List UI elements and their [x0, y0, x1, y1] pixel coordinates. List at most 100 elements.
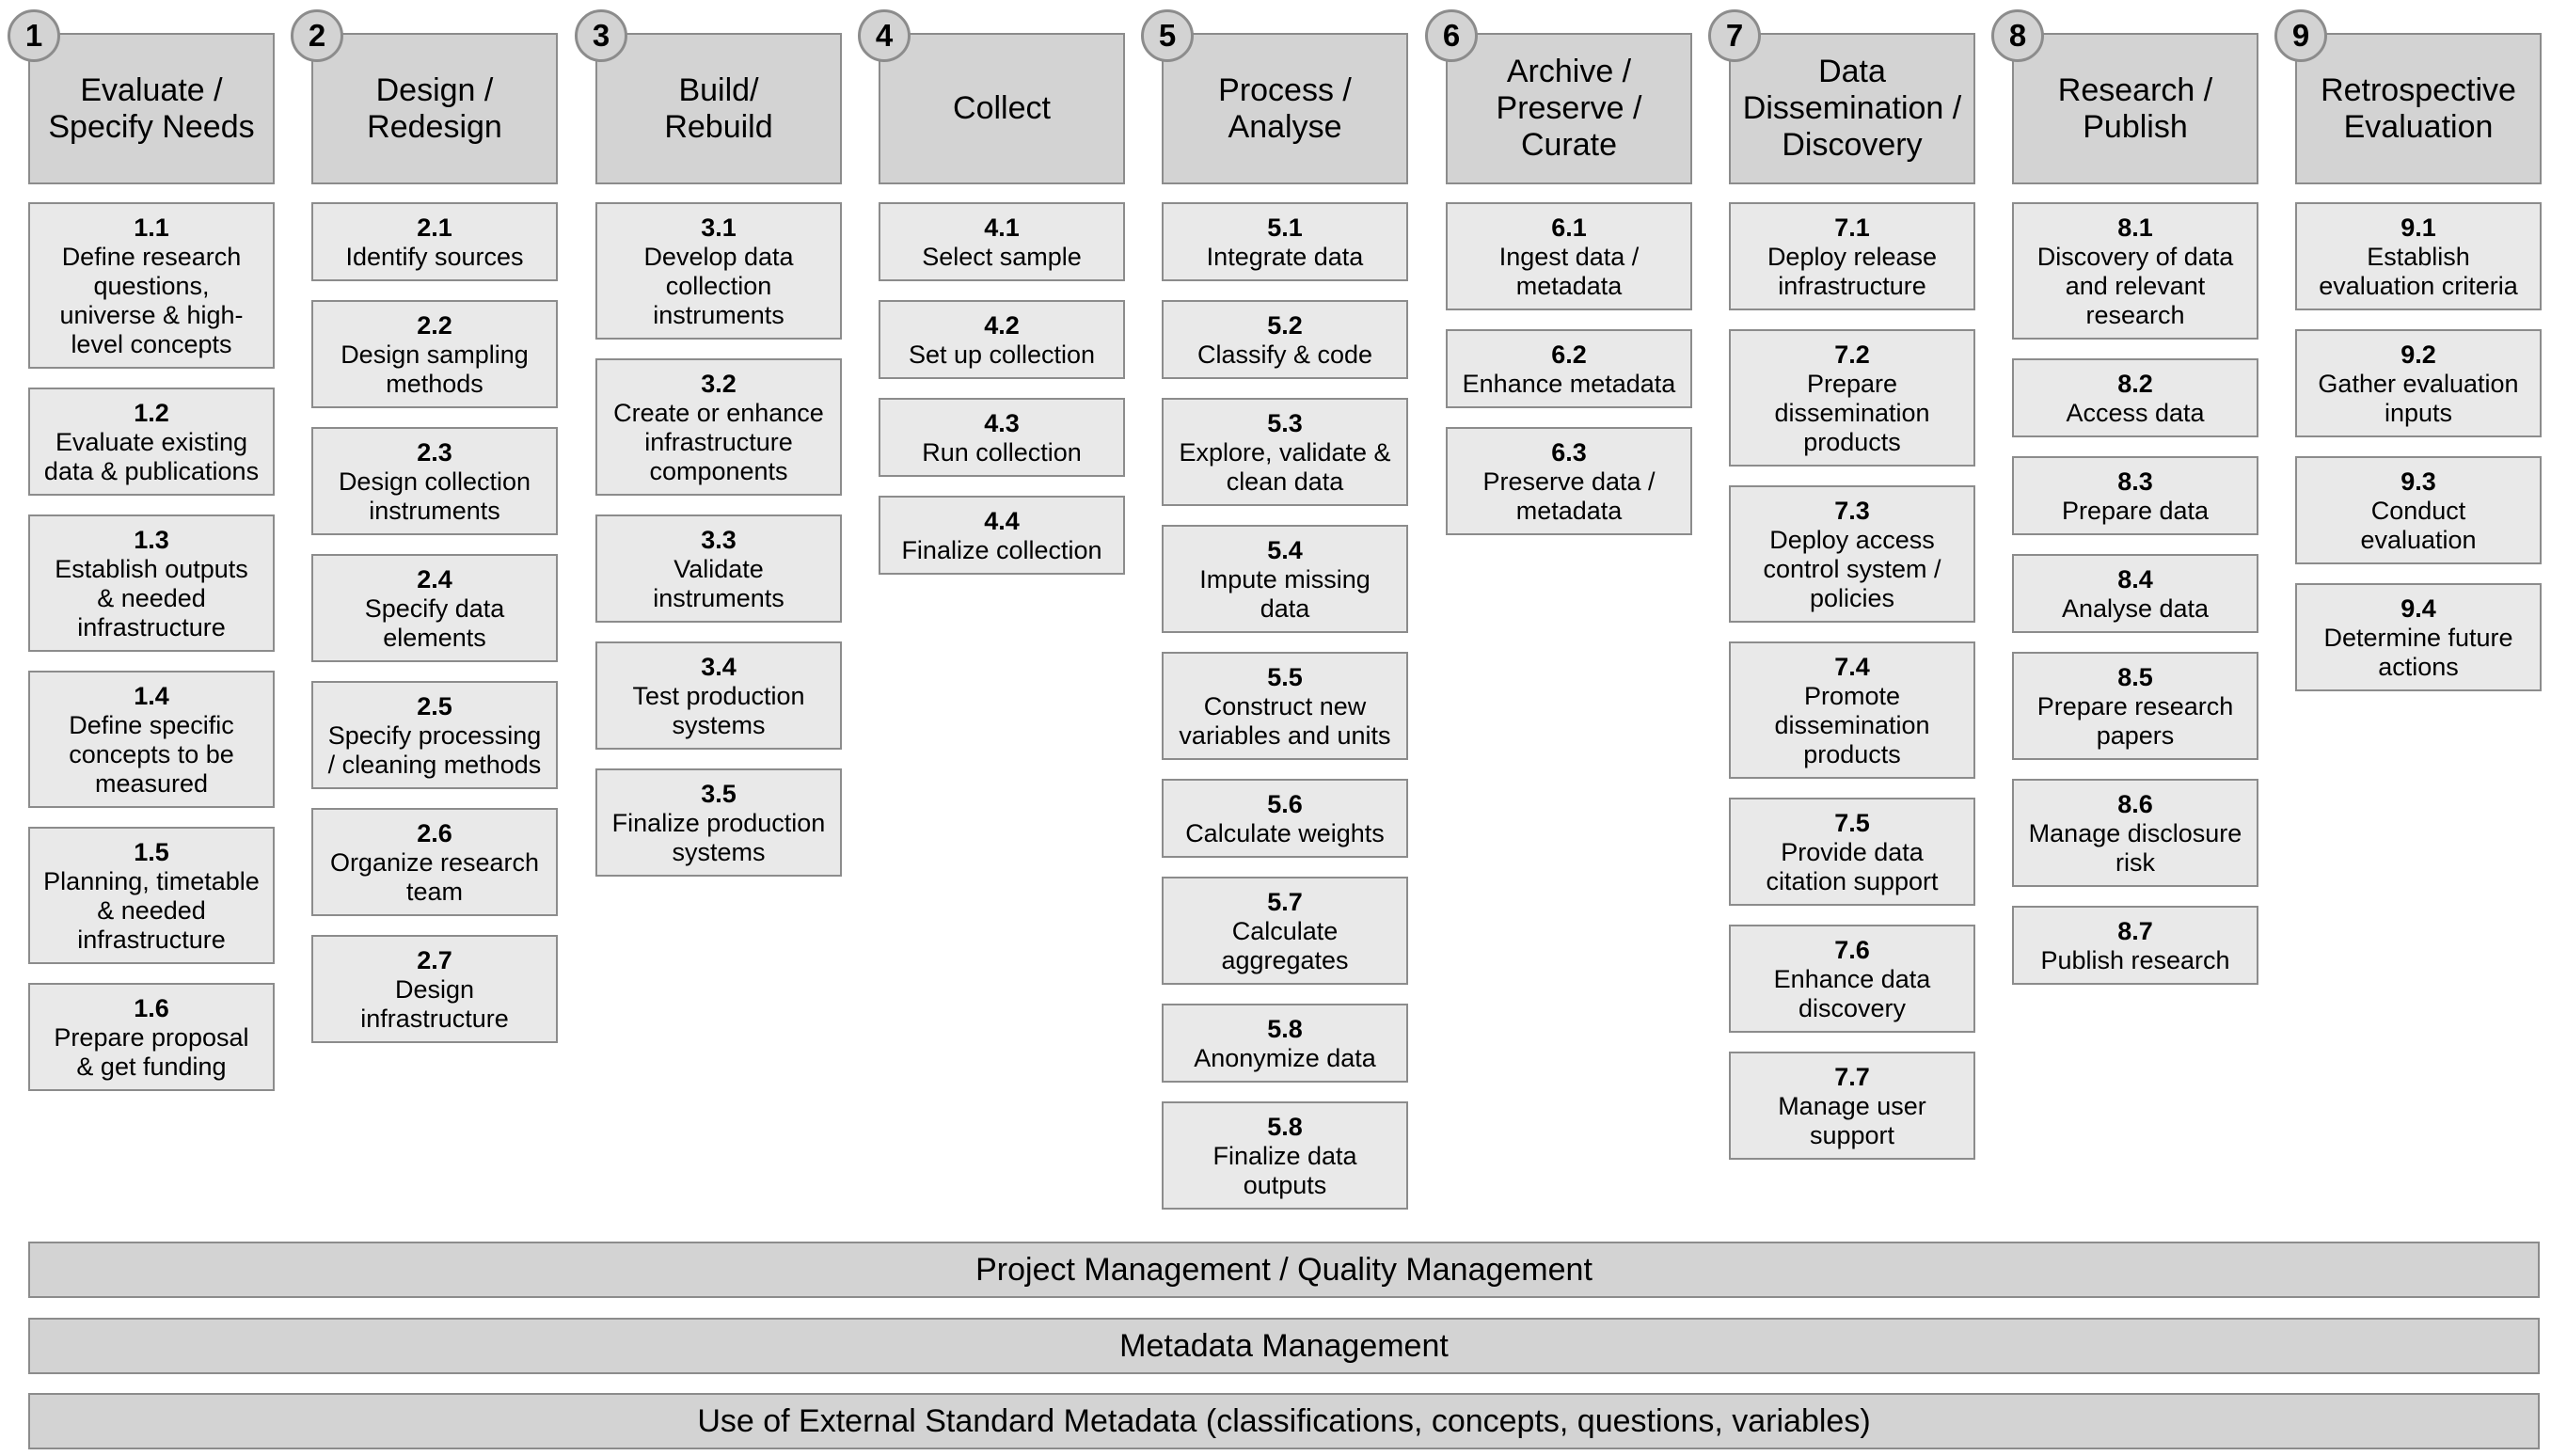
sub-process-number: 3.2 — [701, 370, 737, 398]
phase-number-badge: 7 — [1708, 9, 1761, 62]
sub-process-label: Anonymize data — [1194, 1044, 1376, 1072]
sub-process-label: Determine future actions — [2323, 624, 2513, 681]
sub-process-label: Create or enhance infrastructure compone… — [613, 399, 824, 485]
sub-process-number: 1.1 — [134, 214, 169, 242]
overarching-process-band-2: Metadata Management — [28, 1318, 2540, 1374]
sub-process-label: Prepare data — [2061, 497, 2210, 525]
phase-number-badge: 2 — [291, 9, 343, 62]
sub-process-label: Set up collection — [908, 340, 1096, 369]
sub-process-label: Construct new variables and units — [1179, 692, 1391, 750]
sub-process-number: 9.4 — [2400, 594, 2436, 623]
sub-process-number: 8.6 — [2117, 790, 2153, 818]
sub-process-label: Define specific concepts to be measured — [69, 711, 234, 798]
sub-process-label: Organize research team — [329, 848, 540, 906]
overarching-process-band-3: Use of External Standard Metadata (class… — [28, 1393, 2540, 1449]
sub-process-number: 3.4 — [701, 653, 737, 681]
sub-process-number: 9.1 — [2400, 214, 2436, 242]
sub-process-label: Deploy access control system / policies — [1763, 526, 1941, 612]
sub-process-label: Provide data citation support — [1766, 838, 1939, 895]
sub-process-label: Design collection instruments — [338, 467, 531, 525]
sub-process-number: 1.4 — [134, 682, 169, 710]
sub-process-label: Manage user support — [1778, 1092, 1926, 1149]
sub-process-number: 6.2 — [1551, 340, 1587, 369]
sub-process-label: Design infrastructure — [360, 975, 509, 1033]
sub-process-label: Develop data collection instruments — [643, 243, 794, 329]
sub-process-number: 3.5 — [701, 780, 737, 808]
phase-title: Collect — [879, 33, 1125, 184]
sub-process-label: Prepare dissemination products — [1774, 370, 1930, 456]
sub-process-label: Planning, timetable & needed infrastruct… — [43, 867, 260, 954]
sub-process-number: 7.7 — [1834, 1063, 1870, 1091]
sub-process-label: Design sampling methods — [341, 340, 529, 398]
sub-process-label: Ingest data / metadata — [1498, 243, 1640, 300]
sub-process-number: 2.6 — [417, 819, 452, 847]
sub-process-number: 9.3 — [2400, 467, 2436, 496]
phase-title: Data Dissemination / Discovery — [1729, 33, 1975, 184]
sub-process-label: Publish research — [2040, 946, 2230, 974]
phase-title: Evaluate / Specify Needs — [28, 33, 275, 184]
sub-process-number: 5.1 — [1267, 214, 1303, 242]
sub-process-number: 3.1 — [701, 214, 737, 242]
sub-process-number: 7.1 — [1834, 214, 1870, 242]
sub-process-label: Calculate aggregates — [1221, 917, 1349, 974]
sub-process-label: Prepare research papers — [2036, 692, 2234, 750]
sub-process-number: 5.3 — [1267, 409, 1303, 437]
sub-process-number: 1.2 — [134, 399, 169, 427]
sub-process-label: Discovery of data and relevant research — [2036, 243, 2234, 329]
sub-process-label: Manage disclosure risk — [2028, 819, 2242, 877]
sub-process-label: Analyse data — [2061, 594, 2210, 623]
sub-process-number: 4.2 — [984, 311, 1020, 340]
phase-title: Build/ Rebuild — [595, 33, 842, 184]
sub-process-label: Establish evaluation criteria — [2319, 243, 2518, 300]
sub-process-label: Specify processing / cleaning methods — [327, 721, 542, 779]
sub-process-label: Specify data elements — [364, 594, 505, 652]
sub-process-number: 6.3 — [1551, 438, 1587, 467]
phase-title: Process / Analyse — [1162, 33, 1408, 184]
phase-title: Archive / Preserve / Curate — [1446, 33, 1692, 184]
sub-process-number: 1.3 — [134, 526, 169, 554]
sub-process-number: 5.6 — [1267, 790, 1303, 818]
sub-process-number: 1.6 — [134, 994, 169, 1022]
sub-process-label: Finalize production systems — [611, 809, 826, 866]
phase-number-badge: 4 — [858, 9, 911, 62]
sub-process-number: 1.5 — [134, 838, 169, 866]
sub-process-number: 7.3 — [1834, 497, 1870, 525]
phase-number-badge: 9 — [2274, 9, 2327, 62]
sub-process-number: 8.5 — [2117, 663, 2153, 691]
sub-process-label: Conduct evaluation — [2360, 497, 2477, 554]
sub-process-label: Test production systems — [632, 682, 805, 739]
sub-process-label: Access data — [2066, 399, 2205, 427]
sub-process-number: 2.2 — [417, 311, 452, 340]
sub-process-label: Impute missing data — [1199, 565, 1371, 623]
sub-process-number: 8.2 — [2117, 370, 2153, 398]
